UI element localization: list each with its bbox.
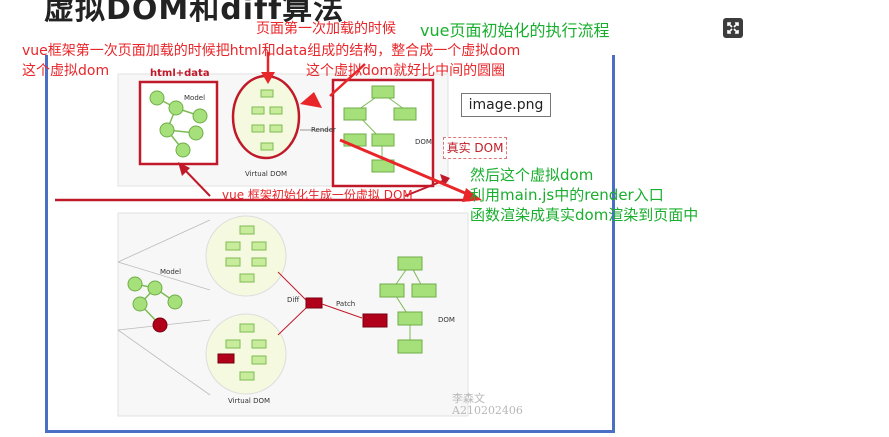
patch-label: Patch — [336, 300, 356, 308]
dom-label-bottom: DOM — [438, 316, 455, 324]
annotation-vue-first-load-1: vue框架第一次页面加载的时候把html和data组成的结构，整合成一个虚拟do… — [22, 43, 521, 59]
vdom-circle-old — [205, 215, 287, 297]
dom-nodes-top — [343, 85, 417, 173]
model-label-top: Model — [184, 94, 206, 102]
bottom-dom-nodes — [379, 256, 437, 354]
vdom-circle-new — [205, 313, 287, 395]
image-filename-tooltip: image.png — [461, 93, 551, 117]
patch-node — [362, 313, 388, 328]
bottom-fan-lines — [117, 219, 211, 396]
vdom-new-nodes — [225, 323, 267, 381]
model-nodes — [149, 90, 208, 158]
vdom-old-nodes — [225, 225, 267, 283]
annotation-then-3: 函数渲染成真实dom渲染到页面中 — [470, 206, 699, 224]
page-title: 虚拟DOM和diff算法 — [44, 0, 345, 27]
html-data-label: html+data — [150, 68, 210, 79]
watermark-id: A210202406 — [452, 404, 523, 417]
annotation-flow-title: vue页面初始化的执行流程 — [420, 21, 610, 40]
diff-node — [305, 297, 323, 309]
arrow-like-circle — [329, 63, 366, 97]
annotation-like-circle: 这个虚拟dom就好比中间的圆圈 — [306, 63, 506, 79]
arrow-init-left — [181, 166, 211, 197]
vdom-nodes-top — [251, 89, 283, 151]
annotation-init-once: vue 框架初始化生成一份虚拟 DOM — [222, 188, 413, 202]
arrow-render — [339, 138, 473, 198]
real-dom-label: 真实 DOM — [443, 137, 507, 159]
virtual-dom-label-bottom: Virtual DOM — [228, 397, 271, 405]
vdom-changed-node — [217, 353, 235, 364]
render-label: Render — [311, 126, 336, 134]
annotation-then-1: 然后这个虚拟dom — [470, 166, 594, 184]
diff-label: Diff — [287, 296, 300, 304]
dom-label-top: DOM — [415, 138, 432, 146]
expand-button[interactable] — [723, 18, 743, 38]
watermark-name: 李森文 — [452, 392, 485, 405]
annotation-vue-first-load-2: 这个虚拟dom — [22, 63, 110, 79]
annotation-first-load: 页面第一次加载的时候 — [256, 21, 396, 37]
diff-arrow-2 — [277, 307, 307, 336]
expand-icon — [727, 22, 739, 34]
bottom-model-nodes — [127, 276, 183, 333]
virtual-dom-label-top: Virtual DOM — [245, 170, 288, 178]
diff-arrow-1 — [277, 271, 307, 301]
model-label-bottom: Model — [160, 268, 182, 276]
annotation-then-2: 利用main.js中的render入口 — [470, 186, 664, 204]
patch-arrow — [321, 303, 363, 319]
